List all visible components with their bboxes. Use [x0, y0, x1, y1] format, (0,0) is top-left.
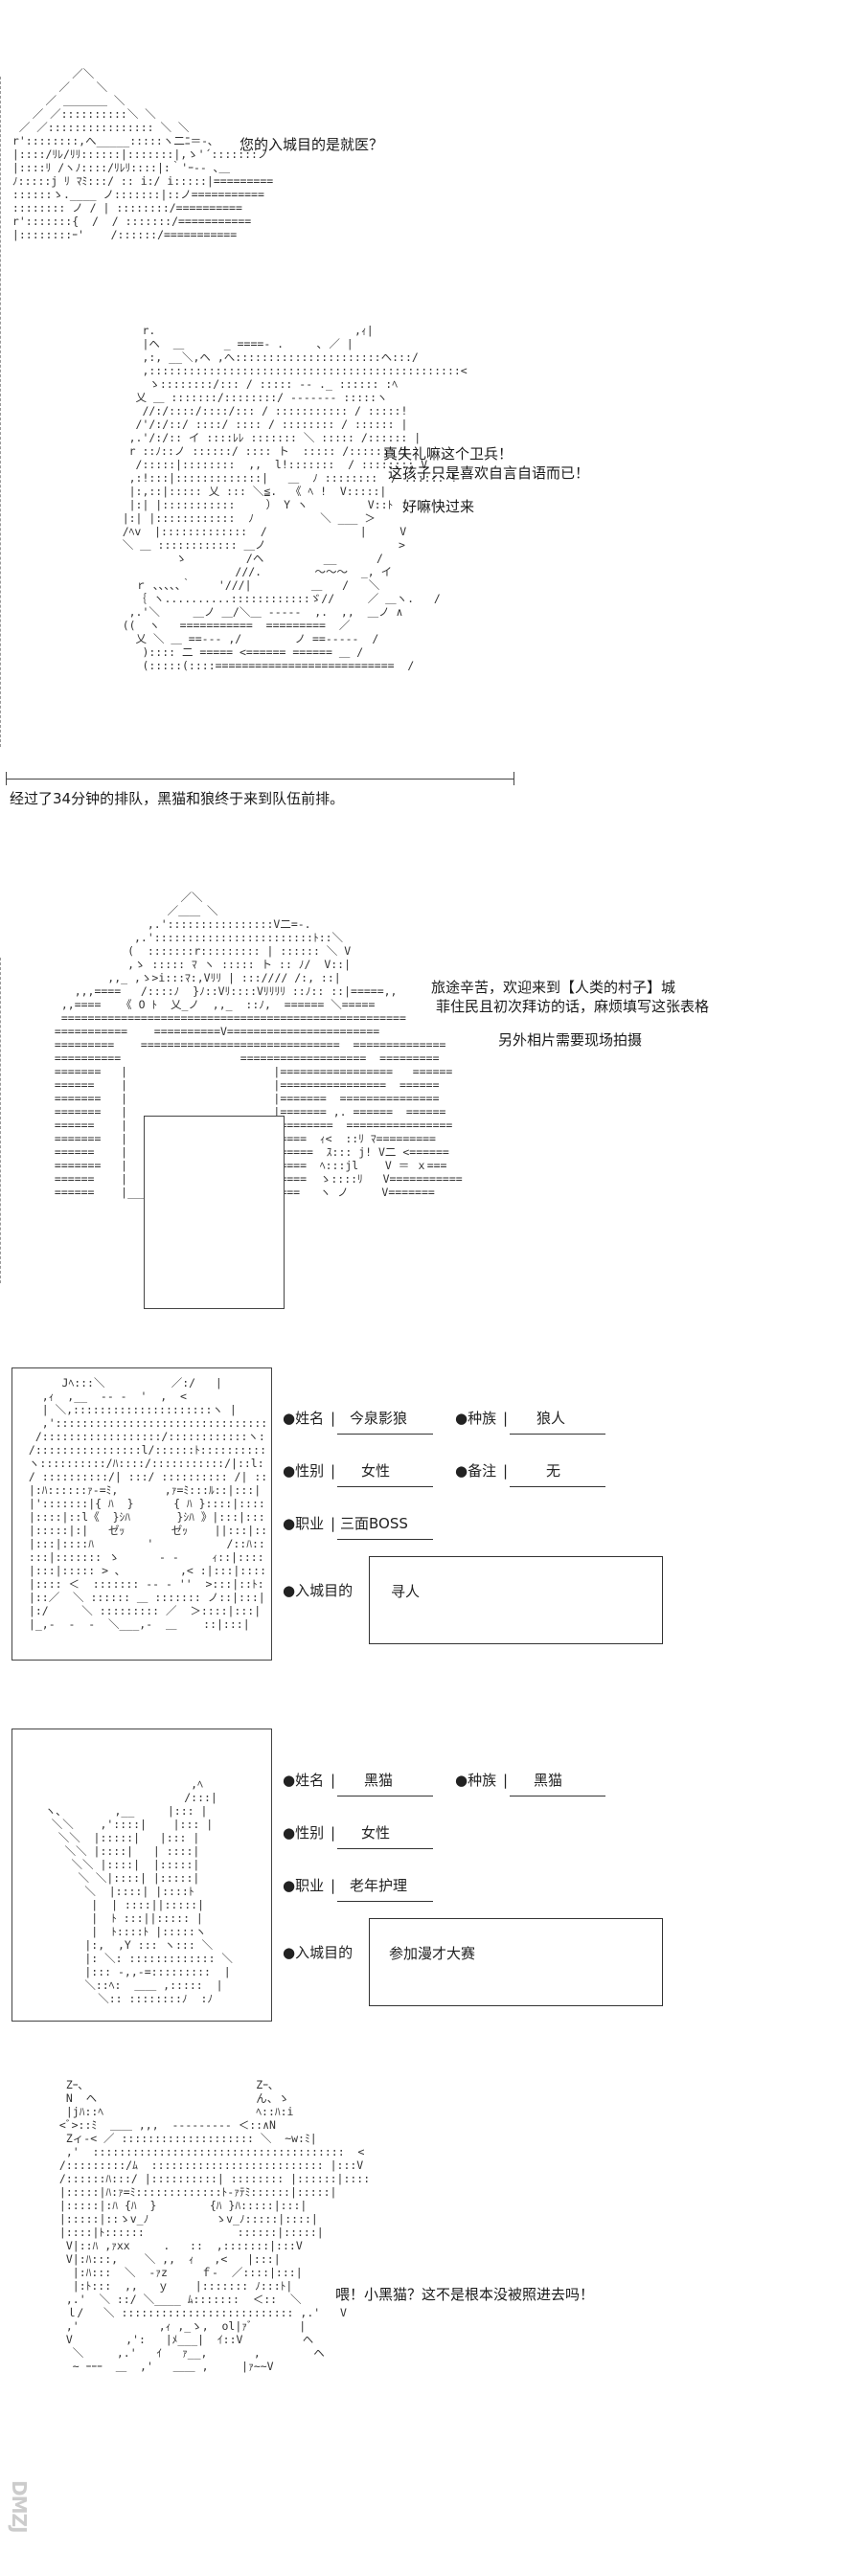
divider-tick-right [513, 772, 514, 785]
id-card-1-photo-frame: Jﾍ:::＼ ／:/ | ,ｨ ,__ -- - ' , < | ＼,:::::… [11, 1367, 272, 1661]
scene-3-speech-3: 另外相片需要现场拍摄 [498, 1031, 643, 1049]
card-1-note-label: ●备注 [455, 1462, 497, 1480]
scene-3-speech-2: 菲住民且初次拜访的话，麻烦填写这张表格 [436, 998, 710, 1015]
scene-2-narration: 经过了34分钟的排队，黑猫和狼终于来到队伍前排。 [10, 790, 345, 807]
card-1-purpose-value: 寻人 [391, 1583, 421, 1600]
id-card-2-portrait-ascii: ,ﾍ /:::| ヽ､ ,__ |::: | ＼＼ ,'::::| |::: |… [44, 1777, 233, 2005]
scene-1-ascii-art: ／＼ ／ ＼ ／ ＿＿＿＿ ＼ ／ ／::::::::::＼ ＼ ／ ／::::… [11, 67, 274, 241]
reception-door [144, 1116, 285, 1309]
scene-divider-line [6, 779, 513, 780]
card-1-job-label: ●职业 [283, 1515, 325, 1532]
card-2-race-value: 黑猫 [534, 1772, 563, 1789]
card-1-gender-value: 女性 [361, 1462, 391, 1480]
card-1-gender-underline [337, 1486, 433, 1487]
id-card-1-portrait-ascii: Jﾍ:::＼ ／:/ | ,ｨ ,__ -- - ' , < | ＼,:::::… [28, 1376, 266, 1631]
card-1-name-value: 今泉影狼 [350, 1410, 408, 1427]
card-2-gender-sep: | [331, 1824, 336, 1842]
id-card-2-photo-frame: ,ﾍ /:::| ヽ､ ,__ |::: | ＼＼ ,'::::| |::: |… [11, 1729, 272, 2022]
scene-4-ascii-art: Zｰ､ Zｰ､ N ヘ ん、ゝ |jﾊ::ﾍ ﾍ::ﾊ:i <ﾞ>::ﾐ ＿＿ … [58, 2078, 369, 2373]
card-2-name-label: ●姓名 [283, 1772, 325, 1789]
card-1-job-sep: | [331, 1515, 336, 1532]
card-2-job-value: 老年护理 [350, 1877, 408, 1894]
card-1-note-underline [510, 1486, 605, 1487]
card-1-race-sep: | [503, 1410, 509, 1427]
card-2-race-label: ●种族 [455, 1772, 497, 1789]
card-1-name-underline [337, 1434, 433, 1435]
card-2-purpose-value: 参加漫才大赛 [389, 1945, 476, 1962]
scene-4-speech: 喂！小黑猫？这不是根本没被照进去吗！ [335, 2286, 595, 2303]
card-1-gender-sep: | [331, 1462, 336, 1480]
card-1-race-underline [510, 1434, 605, 1435]
card-2-gender-value: 女性 [361, 1824, 391, 1842]
margin-dash-marks-2 [0, 958, 7, 1283]
scene-3-speech-1: 旅途辛苦，欢迎来到【人类的村子】城 [431, 979, 676, 996]
card-2-purpose-box: 参加漫才大赛 [369, 1918, 663, 2006]
card-2-purpose-label: ●入城目的 [283, 1944, 354, 1961]
card-2-job-label: ●职业 [283, 1877, 325, 1894]
margin-dash-marks-1 [0, 77, 7, 747]
card-1-race-label: ●种族 [455, 1410, 497, 1427]
card-1-purpose-box: 寻人 [369, 1556, 663, 1644]
scene-2-speech-1: 真失礼嘛这个卫兵！ [383, 445, 513, 463]
card-2-job-sep: | [331, 1877, 336, 1894]
card-2-job-underline [337, 1901, 433, 1902]
card-2-gender-label: ●性别 [283, 1824, 325, 1842]
card-1-note-value: 无 [546, 1462, 561, 1480]
card-1-race-value: 狼人 [536, 1410, 566, 1427]
scene-1-speech: 您的入城目的是就医？ [240, 136, 384, 153]
card-1-job-underline [337, 1539, 433, 1540]
card-2-race-sep: | [503, 1772, 509, 1789]
card-1-job-value: 三面BOSS [340, 1515, 408, 1532]
card-1-name-label: ●姓名 [283, 1410, 325, 1427]
card-1-name-sep: | [331, 1410, 336, 1427]
card-1-gender-label: ●性别 [283, 1462, 325, 1480]
card-1-purpose-label: ●入城目的 [283, 1582, 354, 1599]
scene-2-speech-2: 这孩子只是喜欢自言自语而已！ [388, 464, 590, 482]
card-1-note-sep: | [503, 1462, 509, 1480]
card-2-name-value: 黑猫 [364, 1772, 394, 1789]
scene-2-ascii-art: r. ,ｨ| |ヘ ＿ _ ====- . ､ ／ | ,:, __＼,ヘ ,へ… [122, 324, 468, 672]
site-watermark: DMZJ [8, 2480, 31, 2533]
card-2-gender-underline [337, 1848, 433, 1849]
divider-tick-left [6, 772, 7, 785]
card-2-name-sep: | [331, 1772, 336, 1789]
scene-2-speech-3: 好嘛快过来 [402, 498, 475, 515]
